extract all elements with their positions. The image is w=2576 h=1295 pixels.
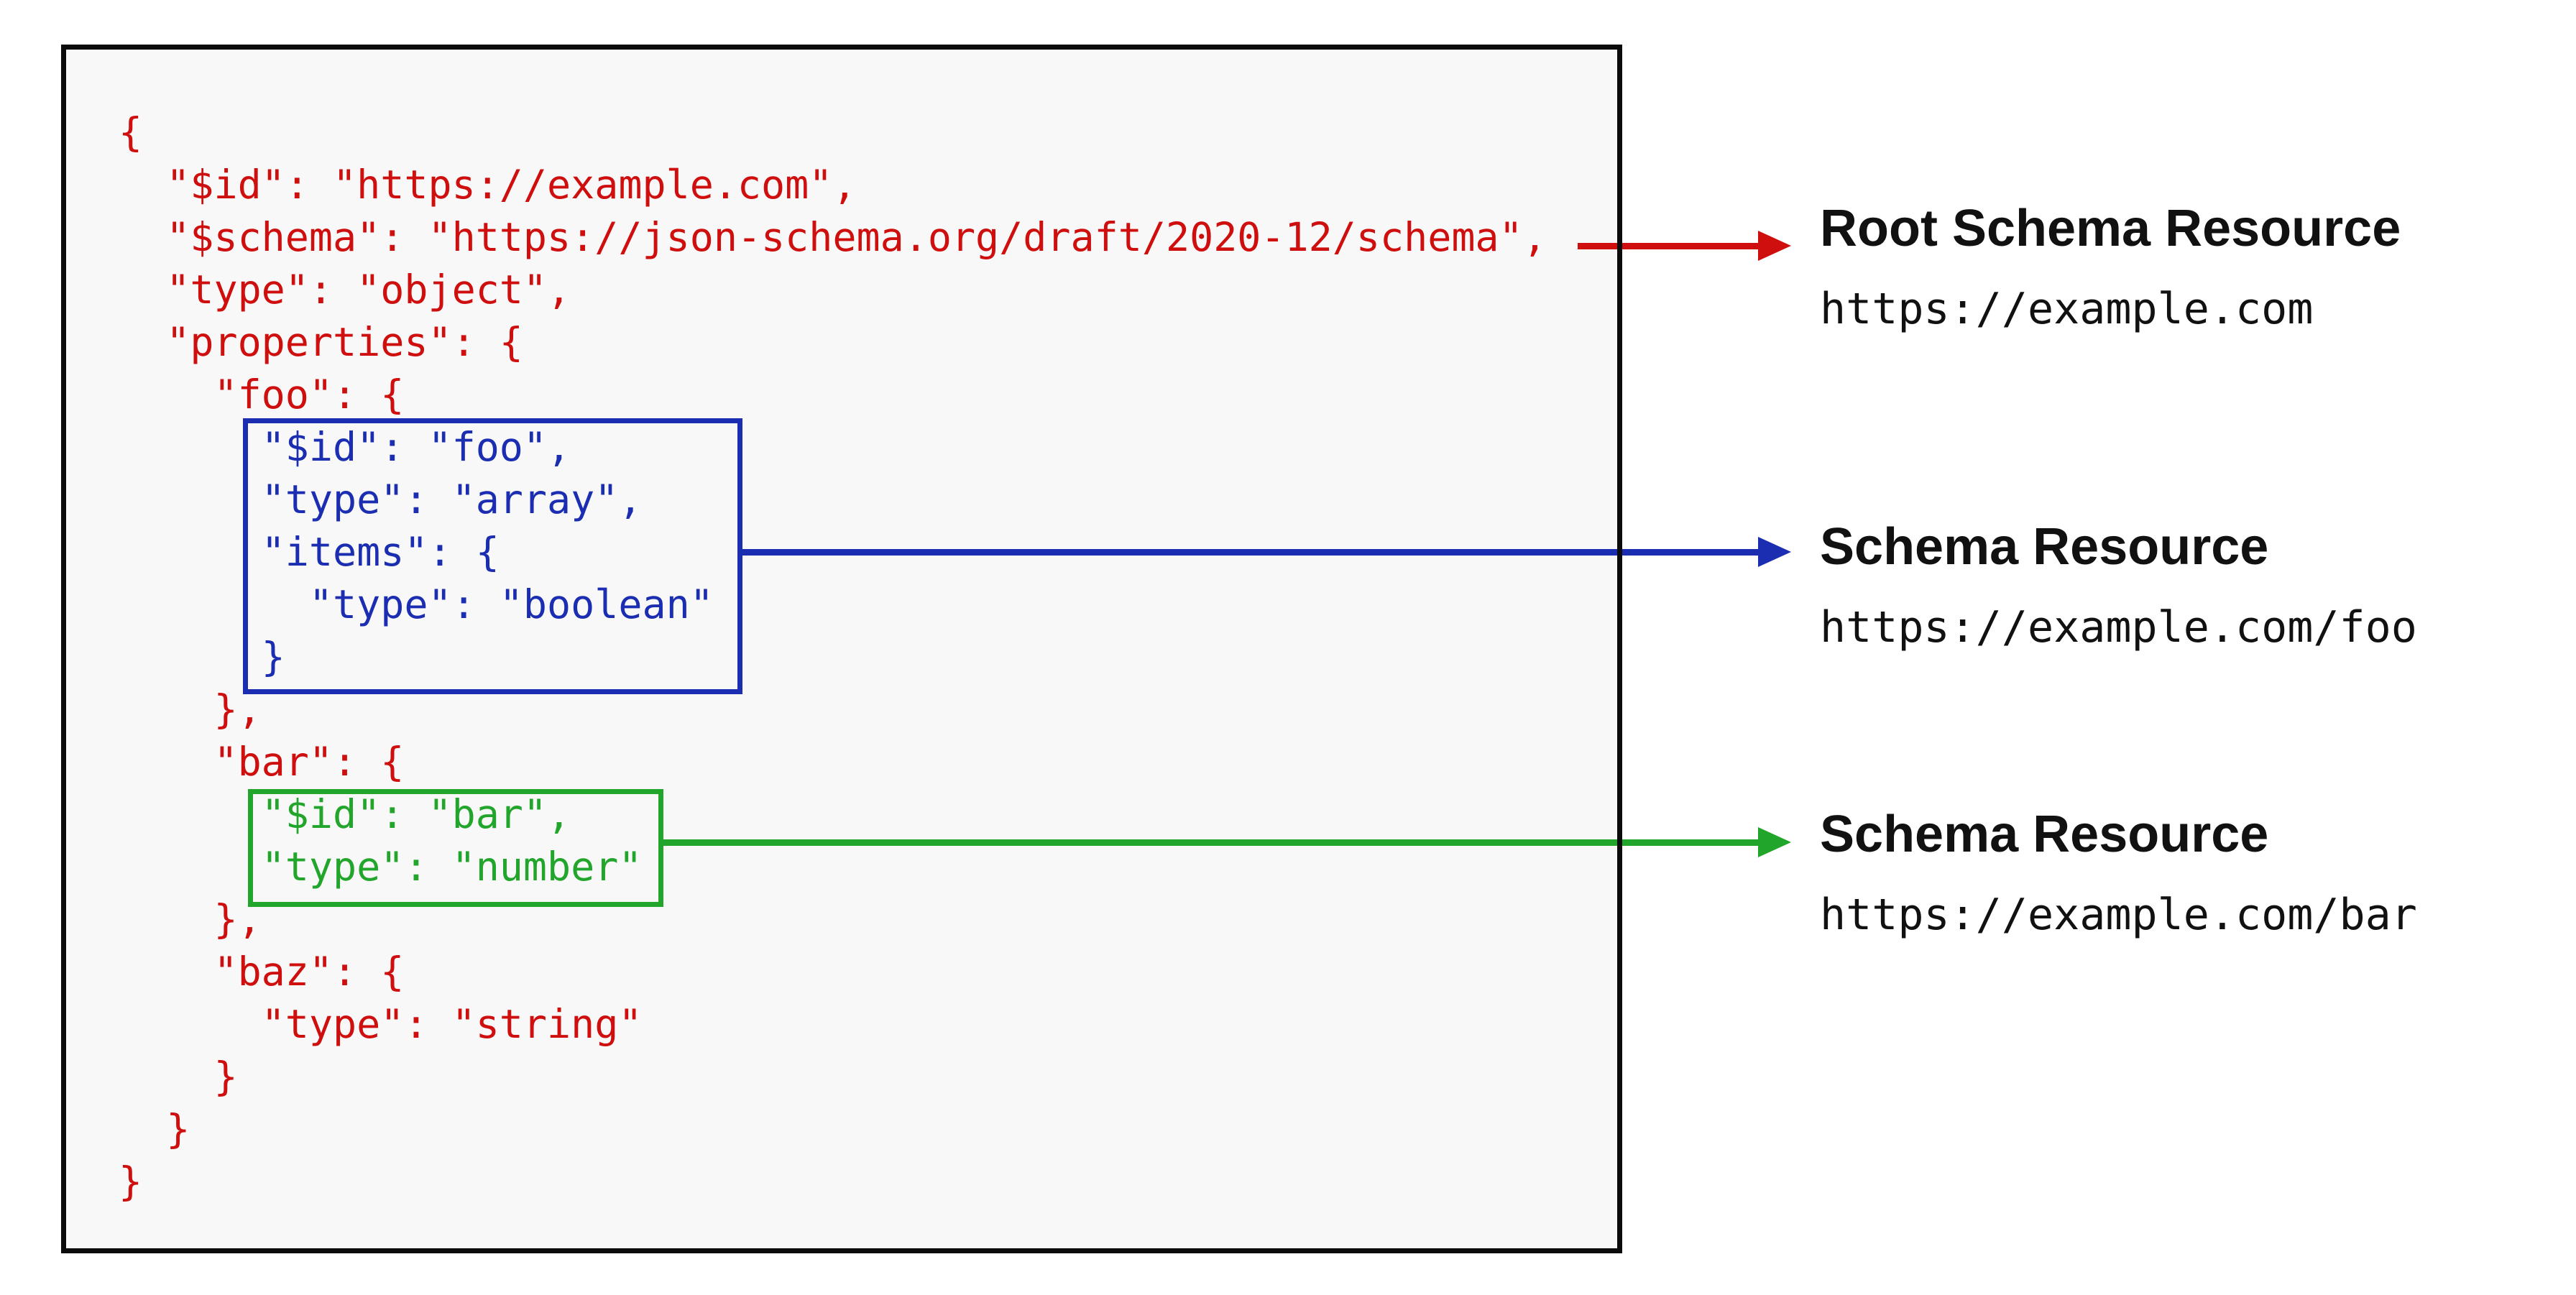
annotation-url: https://example.com/foo [1820, 602, 2417, 653]
annotation-url: https://example.com [1820, 284, 2314, 334]
annotation-title: Root Schema Resource [1820, 200, 2401, 257]
code-root-schema-top: { "$id": "https://example.com", "$schema… [119, 109, 1547, 418]
foo-schema-highlight-box [243, 418, 742, 694]
foo-schema-arrow-line [742, 549, 1758, 556]
json-schema-code: { "$id": "https://example.com", "$schema… [119, 106, 1547, 1208]
root-schema-arrow-line [1578, 243, 1758, 249]
code-root-schema-bottom: }, "baz": { "type": "string" } } } [119, 896, 643, 1204]
code-bar-schema-resource: "$id": "bar", "type": "number" [261, 791, 643, 890]
root-schema-arrowhead-icon [1758, 231, 1791, 261]
bar-schema-arrowhead-icon [1758, 827, 1791, 857]
schema-code-panel [61, 45, 1622, 1253]
annotation-title: Schema Resource [1820, 518, 2269, 576]
annotation-foo-schema-resource: Schema Resource https://example.com/foo [1820, 516, 2417, 653]
annotation-root-schema-resource: Root Schema Resource https://example.com [1820, 198, 2401, 334]
code-root-schema-middle: }, "bar": { [213, 686, 405, 785]
bar-schema-arrow-line [663, 839, 1758, 846]
foo-schema-arrowhead-icon [1758, 537, 1791, 567]
bar-schema-highlight-box [248, 789, 663, 907]
annotation-title: Schema Resource [1820, 806, 2269, 863]
annotation-bar-schema-resource: Schema Resource https://example.com/bar [1820, 803, 2417, 940]
annotation-url: https://example.com/bar [1820, 890, 2417, 940]
code-foo-schema-resource: "$id": "foo", "type": "array", "items": … [261, 424, 714, 680]
